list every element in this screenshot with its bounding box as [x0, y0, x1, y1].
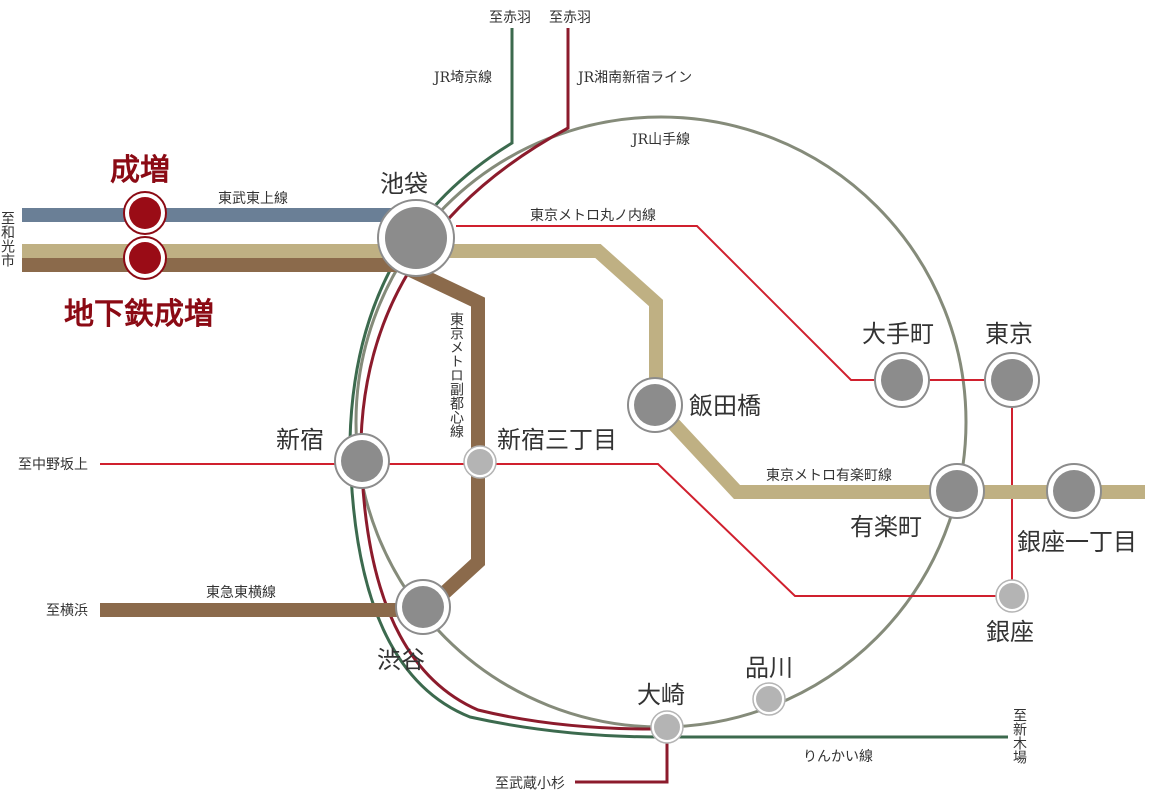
otemachi-label: 大手町: [862, 320, 934, 348]
marunouchi-line-label: 東京メトロ丸ノ内線: [530, 208, 656, 224]
dest-nakano-sakaue: 至中野坂上: [18, 457, 88, 473]
narimasu-label: 成増: [110, 153, 170, 188]
shinjuku-label: 新宿: [276, 426, 324, 454]
shonan-line-label: JR湘南新宿ライン: [576, 69, 692, 86]
iidabashi-label: 飯田橋: [689, 392, 761, 420]
shinagawa-station-marker[interactable]: [752, 682, 786, 716]
tokyo-label: 東京: [985, 320, 1033, 348]
shibuya-label: 渋谷: [377, 646, 425, 674]
tokyo-station-marker[interactable]: [984, 352, 1040, 408]
ginza-itchome-station-marker[interactable]: [1046, 463, 1102, 519]
yurakucho-line: [22, 244, 1145, 499]
dest-akabane-shonan: 至赤羽: [549, 10, 591, 26]
saikyo-line-label: JR埼京線: [432, 70, 492, 86]
fukutoshin-line-label: 東京メトロ副都心線: [448, 312, 464, 438]
chikatetsu-narimasu-station-marker[interactable]: [123, 236, 167, 280]
tobu-tojo-line-label: 東武東上線: [218, 191, 288, 207]
osaki-label: 大崎: [637, 681, 685, 709]
ikebukuro-station-marker[interactable]: [377, 199, 455, 277]
yamanote-line-label: JR山手線: [630, 132, 690, 148]
otemachi-station-marker[interactable]: [874, 352, 930, 408]
dest-akabane-saikyo: 至赤羽: [489, 10, 531, 26]
ginza-label: 銀座: [986, 618, 1034, 646]
fukutoshin-line: [22, 258, 485, 612]
yurakucho-label: 有楽町: [850, 513, 922, 541]
ginza-station-marker[interactable]: [995, 579, 1029, 613]
dest-yokohama: 至横浜: [46, 603, 88, 619]
dest-shinkiba: 至新木場: [1011, 708, 1027, 764]
iidabashi-station-marker[interactable]: [627, 377, 683, 433]
yurakucho-station-marker[interactable]: [929, 463, 985, 519]
narimasu-station-marker[interactable]: [123, 191, 167, 235]
shinjuku-sanchome-label: 新宿三丁目: [497, 426, 617, 454]
ginza-itchome-label: 銀座一丁目: [1017, 528, 1137, 556]
dest-wakoshi: 至和光市: [0, 211, 15, 267]
marunouchi-line: [456, 225, 1013, 596]
osaki-station-marker[interactable]: [650, 710, 684, 744]
toyoko-line-label: 東急東横線: [206, 585, 276, 601]
ikebukuro-label: 池袋: [380, 170, 428, 198]
chikatetsu-narimasu-label: 地下鉄成増: [64, 297, 214, 332]
dest-musashikosugi: 至武蔵小杉: [495, 776, 565, 792]
shinagawa-label: 品川: [745, 654, 793, 682]
rinkai-line-label: りんかい線: [803, 749, 873, 765]
shibuya-station-marker[interactable]: [395, 579, 451, 635]
yurakucho-line-label: 東京メトロ有楽町線: [766, 468, 892, 484]
shinjuku-sanchome-station-marker[interactable]: [463, 445, 497, 479]
shinjuku-station-marker[interactable]: [334, 433, 390, 489]
